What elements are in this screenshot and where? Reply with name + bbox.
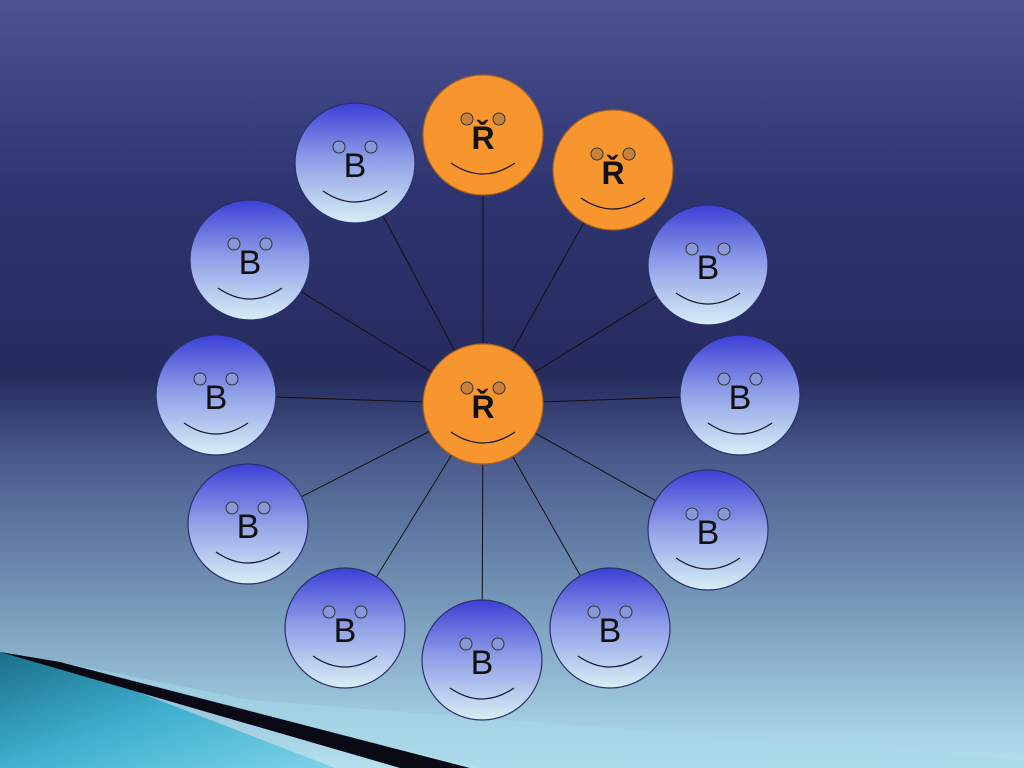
outer-node-b: B bbox=[679, 334, 801, 456]
outer-node-b: B bbox=[189, 199, 311, 321]
center-node-r: Ř bbox=[422, 343, 544, 465]
right-eye-icon bbox=[492, 112, 506, 126]
left-eye-icon bbox=[459, 637, 473, 651]
left-eye-icon bbox=[225, 501, 239, 515]
smile-icon bbox=[322, 190, 388, 203]
right-eye-icon bbox=[257, 501, 271, 515]
smile-icon bbox=[450, 162, 516, 175]
node-label: B bbox=[599, 612, 622, 650]
right-eye-icon bbox=[749, 372, 763, 386]
smile-icon bbox=[217, 287, 283, 300]
outer-node-b: B bbox=[187, 463, 309, 585]
right-eye-icon bbox=[225, 372, 239, 386]
smile-icon bbox=[675, 292, 741, 305]
outer-node-b: B bbox=[155, 334, 277, 456]
left-eye-icon bbox=[717, 372, 731, 386]
outer-node-r: Ř bbox=[422, 74, 544, 196]
node-label: B bbox=[697, 249, 720, 287]
smile-icon bbox=[183, 422, 249, 435]
node-label: Ř bbox=[471, 389, 494, 425]
node-label: B bbox=[344, 147, 367, 185]
node-label: Ř bbox=[601, 155, 624, 191]
outer-node-b: B bbox=[284, 567, 406, 689]
right-eye-icon bbox=[622, 147, 636, 161]
outer-node-b: B bbox=[647, 469, 769, 591]
left-eye-icon bbox=[460, 381, 474, 395]
right-eye-icon bbox=[491, 637, 505, 651]
left-eye-icon bbox=[460, 112, 474, 126]
node-label: B bbox=[697, 514, 720, 552]
left-eye-icon bbox=[685, 242, 699, 256]
left-eye-icon bbox=[587, 605, 601, 619]
outer-node-r: Ř bbox=[552, 109, 674, 231]
outer-node-b: B bbox=[549, 567, 671, 689]
right-eye-icon bbox=[492, 381, 506, 395]
smile-icon bbox=[707, 422, 773, 435]
corner-decoration bbox=[0, 652, 1024, 768]
node-label: B bbox=[237, 508, 260, 546]
right-eye-icon bbox=[717, 242, 731, 256]
right-eye-icon bbox=[259, 237, 273, 251]
right-eye-icon bbox=[364, 140, 378, 154]
left-eye-icon bbox=[685, 507, 699, 521]
smile-icon bbox=[580, 197, 646, 210]
smile-icon bbox=[449, 687, 515, 700]
left-eye-icon bbox=[322, 605, 336, 619]
diagram-nodes: Ř Ř B B B B B B B B B B Ř bbox=[155, 74, 801, 721]
left-eye-icon bbox=[590, 147, 604, 161]
smile-icon bbox=[215, 551, 281, 564]
smile-icon bbox=[450, 431, 516, 444]
left-eye-icon bbox=[332, 140, 346, 154]
left-eye-icon bbox=[193, 372, 207, 386]
smile-icon bbox=[577, 655, 643, 668]
node-label: Ř bbox=[471, 120, 494, 156]
smile-icon bbox=[312, 655, 378, 668]
node-label: B bbox=[471, 644, 494, 682]
right-eye-icon bbox=[354, 605, 368, 619]
node-label: B bbox=[729, 379, 752, 417]
right-eye-icon bbox=[717, 507, 731, 521]
left-eye-icon bbox=[227, 237, 241, 251]
outer-node-b: B bbox=[647, 204, 769, 326]
node-label: B bbox=[334, 612, 357, 650]
node-label: B bbox=[239, 244, 262, 282]
outer-node-b: B bbox=[421, 599, 543, 721]
smile-icon bbox=[675, 557, 741, 570]
outer-node-b: B bbox=[294, 102, 416, 224]
right-eye-icon bbox=[619, 605, 633, 619]
node-label: B bbox=[205, 379, 228, 417]
